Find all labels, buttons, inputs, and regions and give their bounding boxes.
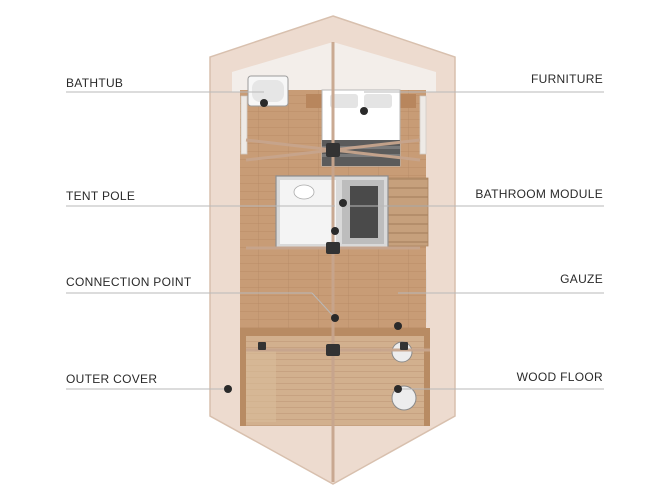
- label-tent-pole: TENT POLE: [66, 189, 136, 203]
- label-outer-cover: OUTER COVER: [66, 372, 158, 386]
- leader-dots: [224, 99, 402, 393]
- nightstand-left: [306, 94, 322, 108]
- deck-rail-top: [240, 328, 430, 336]
- label-wood-floor: WOOD FLOOR: [516, 370, 603, 384]
- connection-points: [258, 143, 408, 356]
- deck-rail-left: [240, 330, 246, 426]
- leader-lines: [66, 91, 604, 390]
- label-furniture: FURNITURE: [530, 72, 603, 86]
- label-connection-point: CONNECTION POINT: [66, 275, 192, 289]
- deck-rail-right: [424, 330, 430, 426]
- label-bathtub: BATHTUB: [66, 76, 124, 90]
- label-bathroom-module: BATHROOM MODULE: [475, 187, 603, 201]
- left-window: [240, 95, 248, 155]
- label-gauze: GAUZE: [560, 272, 603, 286]
- stairs: [387, 177, 429, 247]
- right-window: [419, 95, 427, 155]
- nightstand-right: [400, 94, 416, 108]
